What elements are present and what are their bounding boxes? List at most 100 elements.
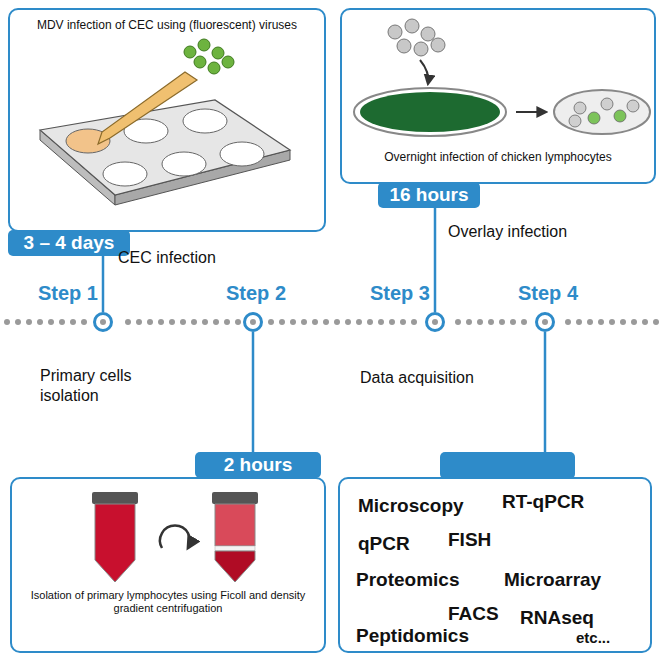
well bbox=[220, 142, 264, 166]
step-label: Step 2 bbox=[226, 282, 286, 305]
timeline-dot bbox=[147, 319, 153, 325]
timeline-dot bbox=[37, 319, 43, 325]
timeline-connector bbox=[252, 332, 255, 452]
cell bbox=[569, 115, 581, 127]
plate-top bbox=[40, 100, 290, 195]
tube-cap bbox=[212, 492, 258, 504]
process-panel: Overnight infection of chicken lymphocyt… bbox=[340, 8, 656, 184]
timeline-dot bbox=[235, 319, 241, 325]
timeline-dot bbox=[48, 319, 54, 325]
timeline-connector bbox=[434, 208, 437, 312]
tube bbox=[92, 492, 138, 582]
panel-text: Microscopy bbox=[358, 495, 464, 518]
arrow bbox=[516, 111, 546, 113]
cell bbox=[574, 102, 586, 114]
well bbox=[183, 109, 227, 133]
timeline-dot bbox=[224, 319, 230, 325]
timeline-dot bbox=[70, 319, 76, 325]
timeline-dot bbox=[213, 319, 219, 325]
step-label: Step 3 bbox=[370, 282, 430, 305]
timeline-dot bbox=[609, 319, 615, 325]
timeline-dot bbox=[180, 319, 186, 325]
panel-text: Overnight infection of chicken lymphocyt… bbox=[350, 150, 646, 164]
cell bbox=[405, 19, 419, 33]
well-plate bbox=[40, 100, 290, 205]
panel-text: etc... bbox=[576, 629, 610, 647]
timeline-dot bbox=[81, 319, 87, 325]
process-panel: MicroscopyRT-qPCRqPCRFISHProteomicsMicro… bbox=[338, 477, 652, 653]
well bbox=[162, 152, 206, 176]
panel-text: FACS bbox=[448, 603, 499, 626]
pipette bbox=[98, 72, 197, 144]
overlay-cells bbox=[569, 98, 639, 127]
timeline-dot bbox=[455, 319, 461, 325]
timeline-dot bbox=[301, 319, 307, 325]
duration-text: 16 hours bbox=[389, 184, 468, 206]
timeline-dot bbox=[598, 319, 604, 325]
timeline-dot bbox=[191, 319, 197, 325]
step-marker: Step 2 bbox=[243, 312, 263, 332]
timeline-connector bbox=[102, 256, 105, 312]
arrow bbox=[420, 60, 428, 84]
timeline-dot bbox=[345, 319, 351, 325]
timeline-dot bbox=[565, 319, 571, 325]
timeline-dot bbox=[290, 319, 296, 325]
cell bbox=[614, 110, 626, 122]
timeline-dot bbox=[136, 319, 142, 325]
duration-tab: 2 hours bbox=[195, 452, 321, 478]
well bbox=[103, 162, 147, 186]
plasma-layer bbox=[215, 504, 255, 546]
panel-text: Peptidomics bbox=[356, 625, 469, 648]
virus bbox=[198, 39, 210, 51]
duration-tab: 16 hours bbox=[378, 182, 480, 208]
step-label: Step 1 bbox=[38, 282, 98, 305]
timeline-dot bbox=[59, 319, 65, 325]
dish bbox=[354, 88, 506, 136]
timeline-dot bbox=[631, 319, 637, 325]
panel-text: MDV infection of CEC using (fluorescent)… bbox=[18, 18, 316, 32]
tube-body bbox=[95, 504, 135, 582]
virus bbox=[194, 56, 206, 68]
timeline-dot bbox=[620, 319, 626, 325]
timeline-dot bbox=[125, 319, 131, 325]
timeline-dot bbox=[158, 319, 164, 325]
process-panel: Isolation of primary lymphocytes using F… bbox=[10, 477, 326, 653]
duration-text: 3 – 4 days bbox=[24, 232, 115, 254]
timeline-dot bbox=[323, 319, 329, 325]
phase-label: CEC infection bbox=[118, 248, 258, 268]
timeline-dot bbox=[510, 319, 516, 325]
panel-text: Isolation of primary lymphocytes using F… bbox=[24, 589, 312, 615]
timeline-dot bbox=[389, 319, 395, 325]
cell bbox=[627, 100, 639, 112]
step-label: Step 4 bbox=[518, 282, 578, 305]
virus-particles bbox=[184, 39, 234, 74]
panel-text: FISH bbox=[448, 529, 491, 552]
timeline-dot bbox=[367, 319, 373, 325]
erythrocyte-layer bbox=[215, 551, 255, 582]
timeline-dot bbox=[400, 319, 406, 325]
centrifuge-arrow bbox=[160, 526, 190, 548]
step-marker: Step 3 bbox=[425, 312, 445, 332]
timeline-dot bbox=[488, 319, 494, 325]
timeline-dot bbox=[26, 319, 32, 325]
virus bbox=[222, 56, 234, 68]
virus bbox=[184, 46, 196, 58]
timeline-dot bbox=[653, 319, 659, 325]
virus bbox=[212, 47, 224, 59]
blank-tab bbox=[440, 452, 575, 479]
panel-text: Microarray bbox=[504, 569, 601, 592]
phase-label: Data acquisition bbox=[360, 368, 530, 388]
timeline-dot bbox=[15, 319, 21, 325]
timeline-dot bbox=[466, 319, 472, 325]
timeline-dot bbox=[169, 319, 175, 325]
panel-text: Proteomics bbox=[356, 569, 459, 592]
timeline-dot bbox=[202, 319, 208, 325]
duration-tab: 3 – 4 days bbox=[8, 230, 130, 256]
step-marker: Step 1 bbox=[93, 312, 113, 332]
lymphocytes bbox=[388, 19, 445, 56]
cell bbox=[588, 112, 600, 124]
tube-cap bbox=[92, 492, 138, 504]
infected-monolayer bbox=[360, 92, 500, 132]
